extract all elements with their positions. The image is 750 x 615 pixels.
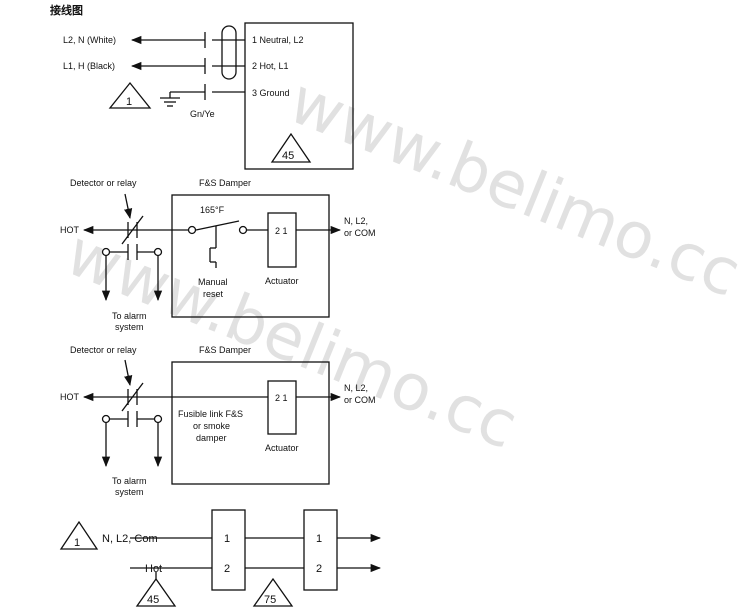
parallel-hot-label: Hot: [145, 563, 162, 575]
detector-label-1: Detector or relay: [70, 178, 137, 188]
box-b-term-2: 2: [316, 563, 322, 575]
actuator-2: [267, 380, 297, 435]
temp-label: 165°F: [200, 205, 225, 215]
terminal-1: 1 Neutral, L2: [252, 35, 304, 45]
hot-label-2: HOT: [60, 392, 80, 402]
label-neutral: L2, N (White): [63, 35, 116, 45]
note-1b-text: 1: [74, 537, 80, 549]
detector-label-2: Detector or relay: [70, 345, 137, 355]
detector-arrow: [124, 193, 133, 220]
fs-fusible-section: [82, 359, 342, 485]
watermark-text-1: www.belimo.cc: [279, 64, 750, 312]
fusible-label-c: damper: [196, 433, 227, 443]
actuator-label-2: Actuator: [265, 443, 299, 453]
fs-manual-section: [82, 193, 342, 318]
box-a-term-1: 1: [224, 533, 230, 545]
actuator-box-b: [303, 509, 338, 591]
hot-label-1: HOT: [60, 225, 80, 235]
wiring-labels: L2, N (White) L1, H (Black) Gn/Ye 1 Neut…: [63, 35, 304, 162]
cable-sheath: [221, 25, 237, 80]
out-label-1a: N, L2,: [344, 216, 368, 226]
note-1-text: 1: [126, 96, 132, 108]
box-b-term-1: 1: [316, 533, 322, 545]
box-a-term-2: 2: [224, 563, 230, 575]
alarm-label-2a: To alarm: [112, 476, 147, 486]
page-title: 接线图: [50, 4, 83, 17]
out-label-2a: N, L2,: [344, 383, 368, 393]
actuator-terminals-1: 2 1: [275, 226, 288, 236]
damper-title-1: F&S Damper: [199, 178, 251, 188]
parallel-section: [59, 509, 382, 607]
out-label-2b: or COM: [344, 395, 376, 405]
alarm-label-2b: system: [115, 487, 144, 497]
damper-box-1: [171, 194, 330, 318]
alarm-label-1b: system: [115, 322, 144, 332]
label-hot: L1, H (Black): [63, 61, 115, 71]
note-triangle-75: [252, 577, 294, 607]
damper-title-2: F&S Damper: [199, 345, 251, 355]
fs-fusible-labels: Detector or relay F&S Damper HOT Fusible…: [60, 345, 376, 497]
reset-label: reset: [203, 289, 224, 299]
note-triangle-45: [270, 132, 312, 163]
watermark-text-2: www.belimo.cc: [56, 216, 527, 464]
alarm-label-1a: To alarm: [112, 311, 147, 321]
note-triangle-1: [108, 81, 152, 109]
fusible-label-b: or smoke: [193, 421, 230, 431]
note-triangle-1b: [59, 520, 99, 550]
wiring-section: [108, 22, 354, 170]
actuator-terminals-2: 2 1: [275, 393, 288, 403]
actuator-box: [244, 22, 354, 170]
note-45-text: 45: [282, 150, 294, 162]
note-45b-text: 45: [147, 594, 159, 606]
label-ground: Gn/Ye: [190, 109, 215, 119]
damper-box-2: [171, 361, 330, 485]
actuator-label-1: Actuator: [265, 276, 299, 286]
detector-arrow-2: [124, 359, 133, 387]
detector-slash-2: [121, 382, 144, 412]
actuator-box-a: [211, 509, 246, 591]
manual-label: Manual: [198, 277, 228, 287]
note-75-text: 75: [264, 594, 276, 606]
parallel-labels: 1 N, L2, Com Hot 1 2 1 2 45 75: [74, 533, 322, 606]
detector-slash: [121, 215, 144, 245]
fusible-label-a: Fusible link F&S: [178, 409, 243, 419]
out-label-1b: or COM: [344, 228, 376, 238]
parallel-top-label: N, L2, Com: [102, 533, 158, 545]
watermark: www.belimo.cc www.belimo.cc: [56, 64, 750, 464]
note-triangle-45b: [135, 577, 177, 607]
terminal-2: 2 Hot, L1: [252, 61, 289, 71]
terminal-3: 3 Ground: [252, 88, 290, 98]
fs-manual-labels: Detector or relay F&S Damper HOT 165°F M…: [60, 178, 376, 332]
thermal-switch-blade: [195, 220, 240, 231]
actuator-1: [267, 212, 297, 268]
